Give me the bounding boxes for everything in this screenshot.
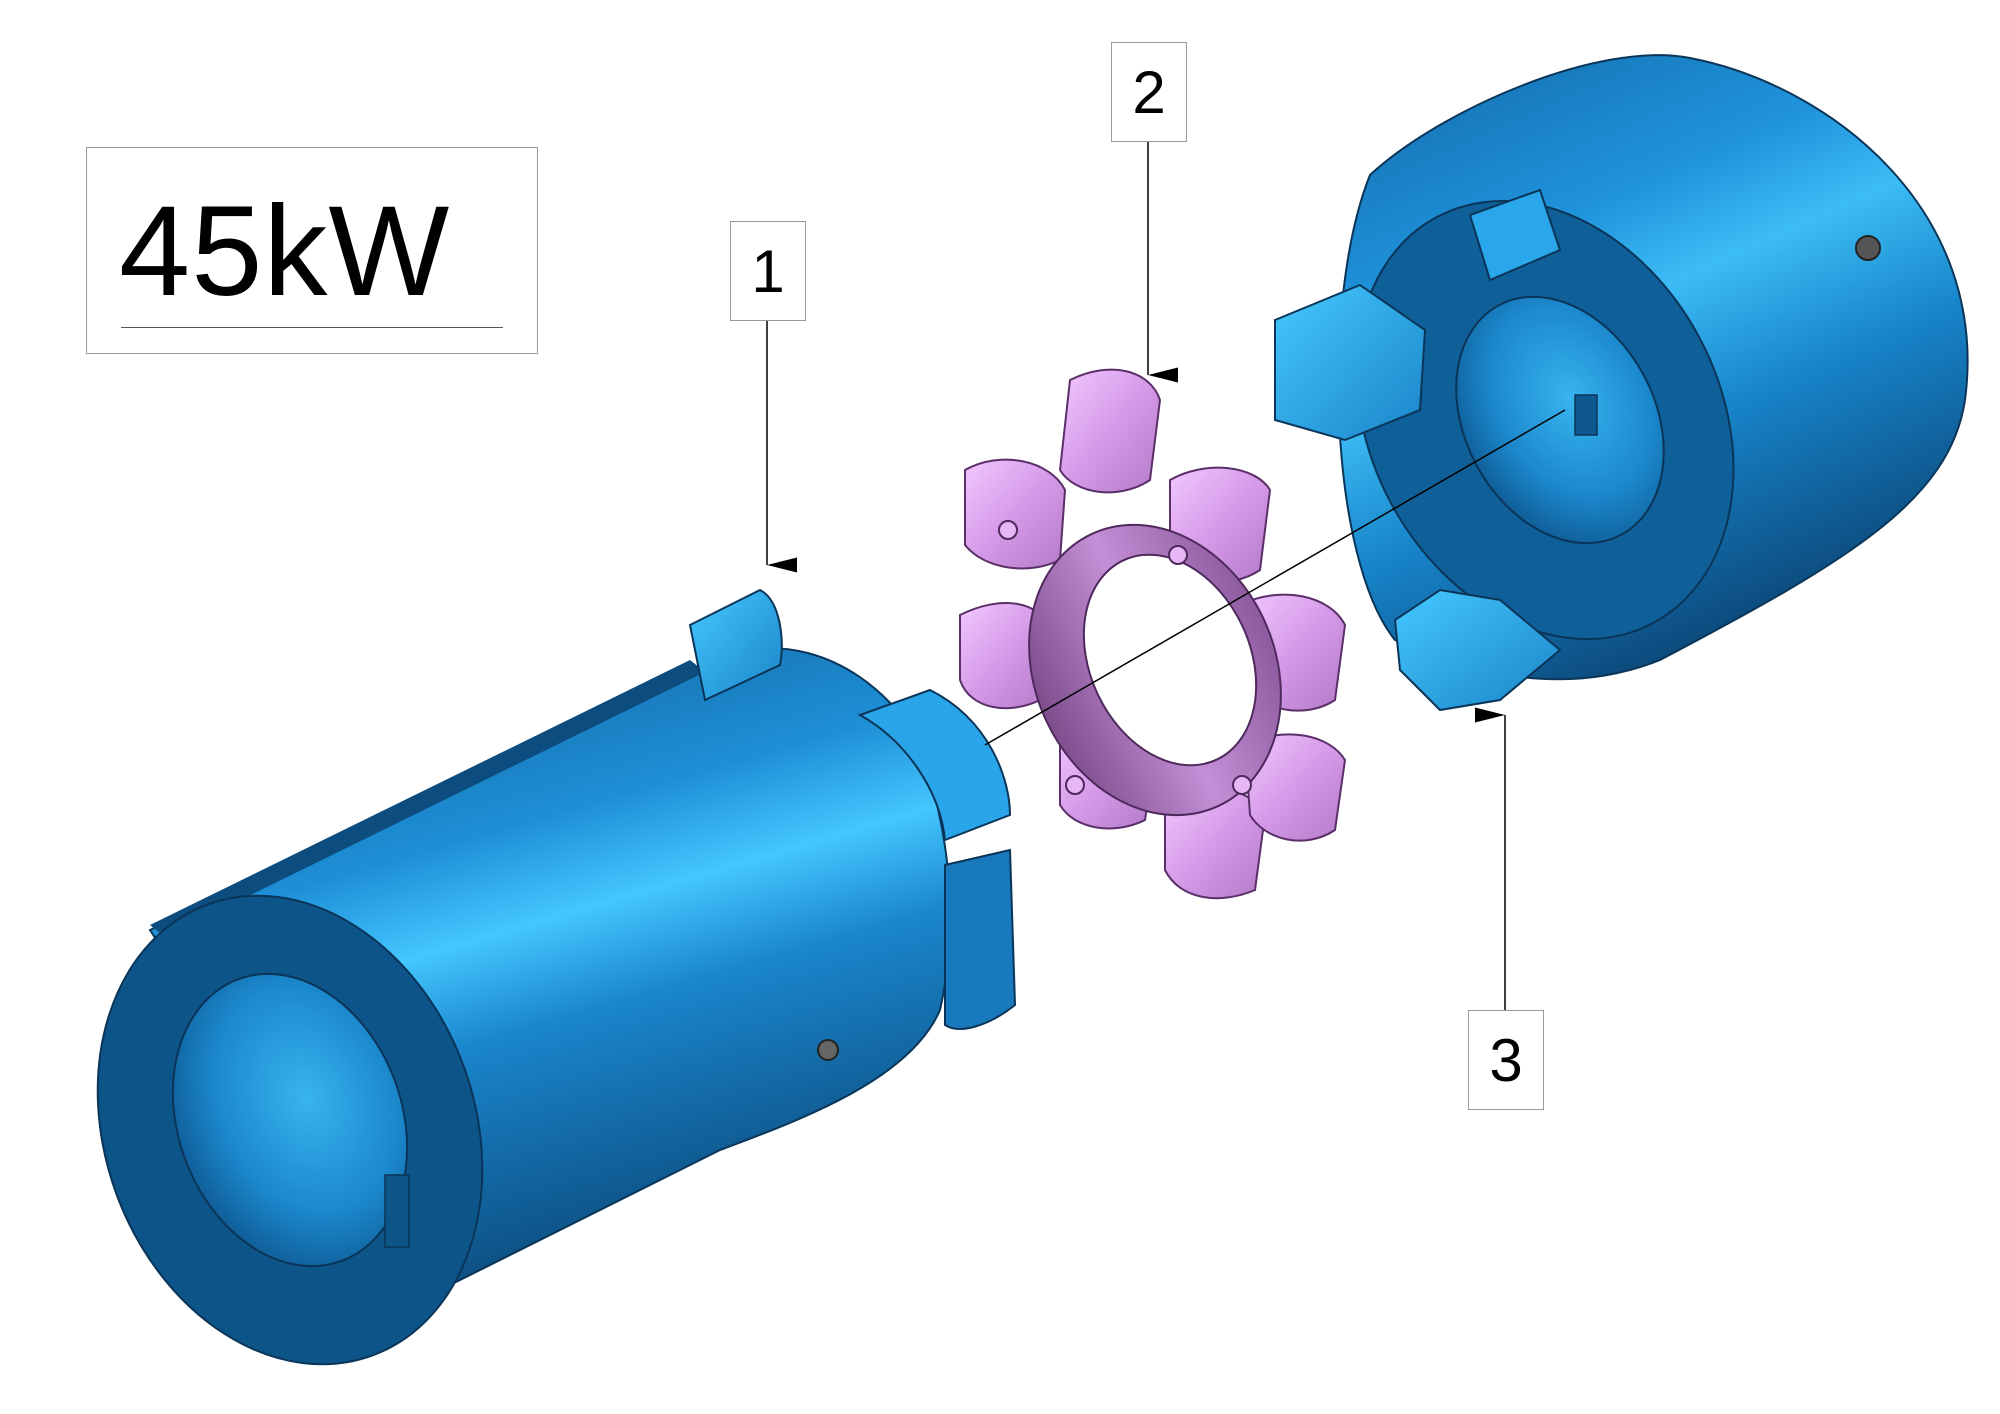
hub-right	[1274, 54, 1969, 712]
spider-insert	[959, 368, 1347, 900]
part-balloon-label: 1	[751, 237, 785, 305]
hub-left-bore	[171, 972, 409, 1268]
spider-lobe	[1058, 368, 1162, 494]
set-screw-icon	[817, 1039, 839, 1061]
hub-right-jaw-bottom	[1393, 588, 1562, 712]
spider-pin	[1232, 775, 1252, 795]
hub-left-shaft	[857, 688, 1012, 842]
spider-ring-hole	[1082, 553, 1258, 767]
part-balloon-label: 2	[1132, 58, 1166, 126]
spider-lobe	[1243, 733, 1347, 842]
power-rating-text: 45kW	[119, 180, 451, 323]
spider-pin	[1065, 775, 1085, 795]
power-rating-underline	[121, 327, 503, 328]
hub-right-bore	[1455, 295, 1665, 545]
hub-right-jaw-top	[1274, 283, 1427, 442]
power-rating-box: 45kW	[86, 147, 538, 354]
part-balloon-3: 3	[1468, 1010, 1544, 1110]
hub-left	[96, 588, 1017, 1366]
spider-lobe	[964, 458, 1067, 570]
spider-pin	[998, 520, 1018, 540]
center-axis-line	[984, 409, 1566, 746]
hub-left-keyway	[384, 1174, 410, 1248]
hub-left-jaw-top	[688, 588, 783, 702]
part-balloon-1: 1	[730, 221, 806, 321]
part-balloon-2: 2	[1111, 42, 1187, 142]
hub-right-keyway	[1574, 394, 1598, 436]
part-balloon-label: 3	[1489, 1026, 1523, 1094]
set-screw-icon	[1855, 235, 1881, 261]
hub-right-jaw-mid	[1468, 188, 1562, 282]
spider-pin	[1168, 545, 1188, 565]
hub-left-top-edge	[150, 660, 705, 937]
hub-left-jaw-bottom	[944, 848, 1017, 1030]
